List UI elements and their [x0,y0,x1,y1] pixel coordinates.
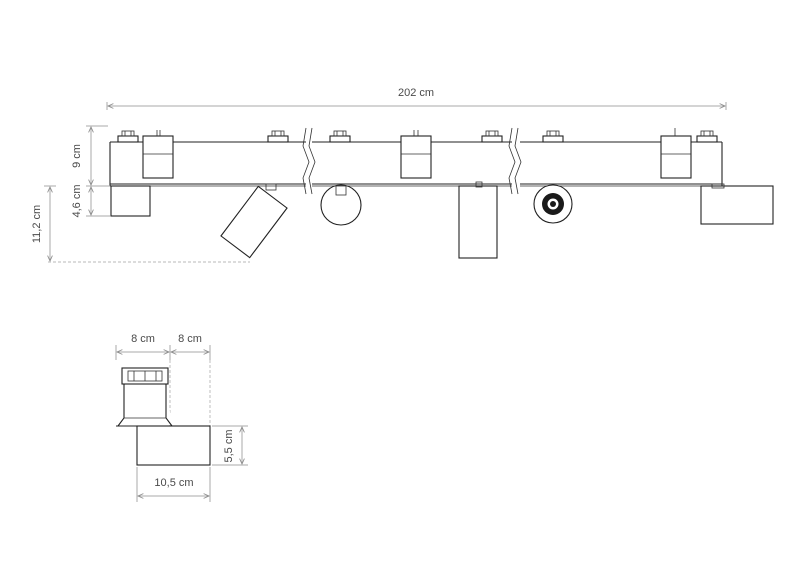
total-length-label: 202 cm [398,87,434,99]
side-view: 8 cm 8 cm 5,5 cm 10,5 cm [115,333,248,502]
recessed-module [660,128,692,179]
side-width-a-label: 8 cm [131,333,155,345]
spot-tilted [220,183,288,259]
spot-round-1 [320,184,362,226]
mounting-clip [267,130,289,143]
spot-height-label: 5,5 cm [223,429,235,462]
break-mark-right [508,127,522,195]
spot-down-2 [458,181,498,259]
height-lower-label: 4,6 cm [71,184,83,217]
mounting-clip [117,130,139,143]
recessed-module [142,130,174,179]
front-view: 202 cm [31,87,774,263]
break-mark-left [302,127,316,195]
spot-size-dimensions: 5,5 cm 10,5 cm [136,425,248,502]
spot-horizontal [700,183,774,225]
length-dimension: 202 cm [106,87,727,110]
spot-down-1 [110,185,151,217]
mounting-clip [481,130,503,143]
side-spot [136,425,211,466]
height-dimensions: 9 cm 4,6 cm 11,2 cm [31,125,250,263]
spot-round-2 [533,184,573,224]
mounting-clip [329,130,351,143]
height-top-label: 9 cm [71,144,83,168]
mounting-clip [696,130,718,143]
spot-length-label: 10,5 cm [154,477,193,489]
side-track-profile [116,367,173,427]
recessed-module [400,130,432,179]
side-width-b-label: 8 cm [178,333,202,345]
height-total-label: 11,2 cm [31,205,43,243]
mounting-clip [542,130,564,143]
